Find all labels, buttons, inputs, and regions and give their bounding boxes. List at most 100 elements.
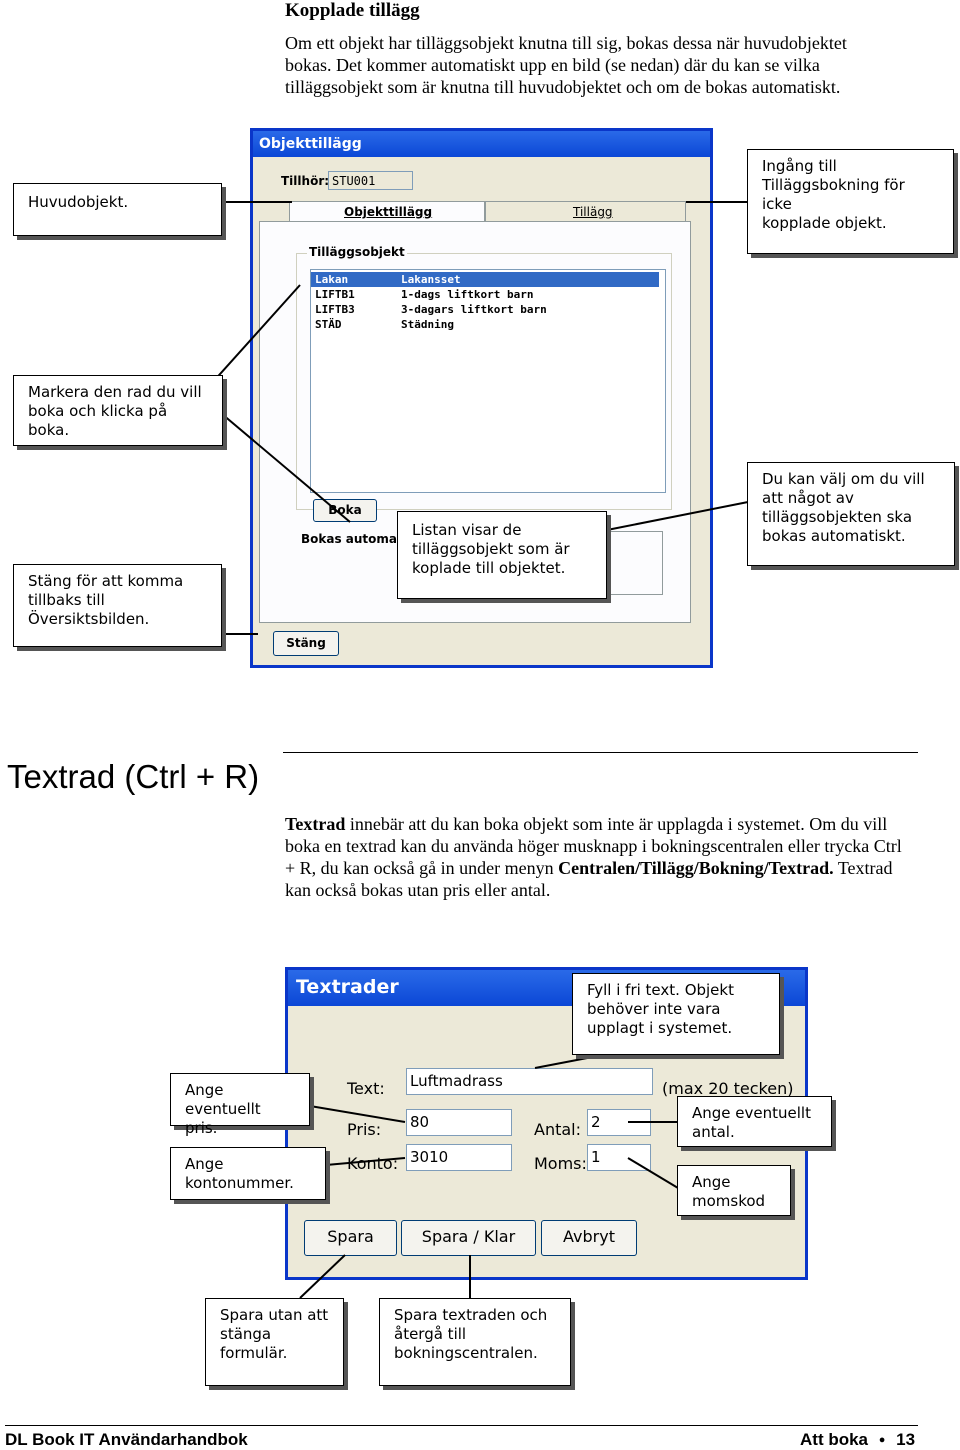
list-item-name: Städning [401, 318, 454, 331]
antal-label: Antal: [534, 1120, 581, 1139]
callout-text-line: att något av [762, 489, 854, 507]
heading-rule [283, 752, 918, 753]
section-heading-kopplade-tillagg: Kopplade tillägg [285, 0, 420, 21]
spara-button[interactable]: Spara [304, 1220, 397, 1256]
list-item-name: 1-dags liftkort barn [401, 288, 534, 301]
callout-antal: Ange eventuellt antal. [677, 1096, 832, 1147]
callout-text-line: Fyll i fri text. Objekt [587, 981, 734, 999]
callout-text-line: Stäng för att komma [28, 572, 184, 590]
callout-text-line: behöver inte vara [587, 1000, 721, 1018]
pris-label: Pris: [347, 1120, 382, 1139]
callout-text-line: Ange eventuellt [692, 1104, 811, 1122]
tab-objekttillagg-label: Objekttillägg [344, 205, 433, 219]
tillaggsobjekt-group-label: Tilläggsobjekt [307, 245, 407, 259]
tab-tillagg-label: Tillägg [573, 205, 613, 219]
callout-text-line: koplade till objektet. [412, 559, 566, 577]
stang-button[interactable]: Stäng [273, 631, 339, 656]
callout-fyll: Fyll i fri text. Objekt behöver inte var… [572, 973, 780, 1055]
connector-line [299, 1254, 346, 1299]
textrad-bold: Textrad [285, 814, 346, 834]
callout-moms: Ange momskod [677, 1165, 791, 1216]
callout-ingang: Ingång till Tilläggsbokning för icke kop… [747, 149, 954, 254]
list-item-code: Lakan [315, 273, 349, 286]
list-item-code: STÄD [315, 318, 342, 331]
callout-text-line: Tilläggsbokning för icke [762, 176, 905, 213]
max-length-note: (max 20 tecken) [662, 1079, 794, 1098]
callout-text-line: Listan visar de [412, 521, 522, 539]
tillaggsobjekt-group [296, 253, 672, 510]
list-item-code: LIFTB3 [315, 303, 355, 316]
tillhor-field[interactable]: STU001 [328, 171, 413, 190]
list-item-code: LIFTB1 [315, 288, 355, 301]
tab-objekttillagg[interactable]: Objekttillägg [289, 201, 486, 222]
connector-line [534, 1054, 604, 1069]
callout-text-line: Spara textraden och [394, 1306, 548, 1324]
list-item[interactable]: LIFTB1 1-dags liftkort barn [311, 287, 659, 302]
text-field[interactable]: Luftmadrass [406, 1068, 653, 1095]
callout-text-line: tillbaks till [28, 591, 105, 609]
callout-text-line: kopplade objekt. [762, 214, 887, 232]
list-item[interactable]: Lakan Lakansset [311, 272, 659, 287]
footer-section-name: Att boka [800, 1430, 868, 1449]
konto-field[interactable]: 3010 [406, 1144, 512, 1171]
list-item[interactable]: LIFTB3 3-dagars liftkort barn [311, 302, 659, 317]
callout-text-line: boka och klicka på [28, 402, 168, 420]
callout-text-line: Ange [185, 1081, 224, 1099]
pris-field[interactable]: 80 [406, 1109, 512, 1136]
section-heading-textrad: Textrad (Ctrl + R) [7, 758, 260, 795]
list-item-name: 3-dagars liftkort barn [401, 303, 547, 316]
callout-text-line: bokas automatiskt. [762, 527, 906, 545]
window-title-bar: Objekttillägg [253, 131, 710, 157]
callout-text-line: Ange [692, 1173, 731, 1191]
callout-text: Huvudobjekt. [28, 193, 129, 211]
callout-text-line: antal. [692, 1123, 735, 1141]
connector-line [221, 413, 351, 523]
list-item-name: Lakansset [401, 273, 461, 286]
callout-text-line: Ange [185, 1155, 224, 1173]
footer-section: Att boka ● 13 [800, 1430, 915, 1450]
connector-line [325, 1157, 406, 1166]
callout-text-line: återgå till [394, 1325, 467, 1343]
connector-line [606, 501, 749, 531]
connector-line [627, 1157, 679, 1189]
avbryt-button[interactable]: Avbryt [541, 1220, 637, 1256]
bokas-automatiskt-box[interactable] [607, 531, 663, 595]
spara-klar-button[interactable]: Spara / Klar [401, 1220, 536, 1256]
textrad-text-2: Textrad kan också bokas utan pris eller … [285, 858, 893, 900]
textrad-text-1: innebär att du kan boka objekt som inte … [285, 814, 902, 878]
section-paragraph-line-2: bokas. Det kommer automatiskt upp en bil… [285, 55, 820, 75]
callout-spara-och: Spara textraden och återgå till boknings… [379, 1298, 571, 1386]
list-item[interactable]: STÄD Städning [311, 317, 659, 332]
callout-text-line: tilläggsobjekt som är [412, 540, 570, 558]
callout-text-line: Spara utan att [220, 1306, 329, 1324]
callout-text-line: kontonummer. [185, 1174, 294, 1192]
footer-title: DL Book IT Användarhandbok [5, 1430, 248, 1449]
callout-text-line: bokningscentralen. [394, 1344, 538, 1362]
callout-konto: Ange kontonummer. [170, 1147, 326, 1200]
callout-text-line: Ingång till [762, 157, 837, 175]
footer-rule [5, 1425, 918, 1426]
callout-text-line: momskod [692, 1192, 766, 1210]
callout-dukan: Du kan välj om du vill att något av till… [747, 462, 955, 566]
tillhor-label: Tillhör: [281, 174, 330, 188]
boka-button[interactable]: Boka [313, 499, 377, 522]
callout-text-line: tilläggsobjekten ska [762, 508, 913, 526]
bokas-automatiskt-label: Bokas automatis [301, 532, 415, 546]
tab-tillagg[interactable]: Tillägg [484, 201, 686, 221]
tillaggsobjekt-list[interactable]: Lakan Lakansset LIFTB1 1-dags liftkort bar… [310, 269, 666, 493]
callout-stang: Stäng för att komma tillbaks till Översi… [13, 564, 222, 647]
bullet-icon: ● [878, 1434, 886, 1446]
callout-text-line: formulär. [220, 1344, 288, 1362]
callout-markera: Markera den rad du vill boka och klicka … [13, 375, 223, 446]
section-paragraph-line-1: Om ett objekt har tilläggsobjekt knutna … [285, 33, 847, 53]
callout-huvudobjekt: Huvudobjekt. [13, 183, 222, 236]
callout-listan: Listan visar de tilläggsobjekt som är ko… [397, 511, 607, 599]
section-paragraph-line-3: tilläggsobjekt som är knutna till huvudo… [285, 77, 841, 97]
connector-line [309, 1105, 406, 1123]
callout-text-line: Översiktsbilden. [28, 610, 150, 628]
page-number: 13 [896, 1430, 916, 1449]
callout-text-line: upplagt i systemet. [587, 1019, 733, 1037]
callout-pris: Ange eventuellt pris. [170, 1073, 310, 1137]
textrad-paragraph: Textrad innebär att du kan boka objekt s… [285, 813, 915, 901]
